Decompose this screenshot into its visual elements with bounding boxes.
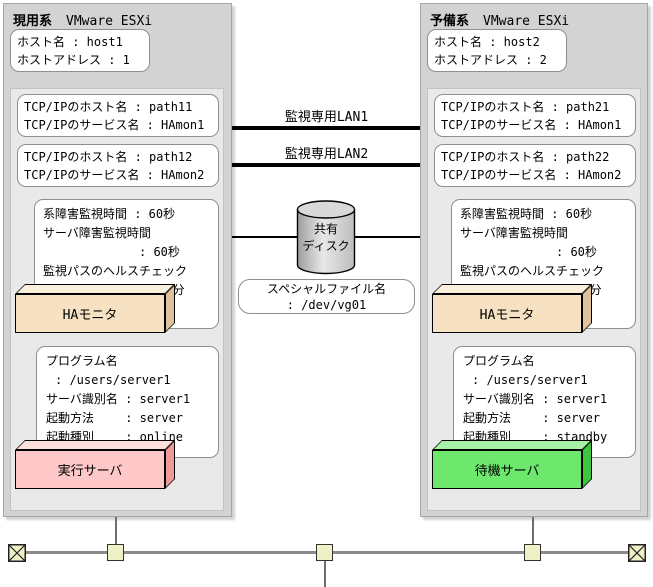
- active-path1-service: TCP/IPのサービス名 : HAmon1: [24, 118, 205, 132]
- active-host-address: ホストアドレス : 1: [17, 53, 130, 67]
- monitor-setting-line: : 60秒: [556, 245, 597, 259]
- lan2-label: 監視専用LAN2: [284, 147, 369, 162]
- monitor-setting-line: サーバ障害監視時間: [43, 226, 151, 240]
- active-system-platform: VMware ESXi: [66, 14, 153, 29]
- active-ha-monitor-box: HAモニタ: [15, 284, 175, 333]
- network-terminator-icon: [628, 544, 646, 562]
- server-setting-line: プログラム名: [463, 354, 535, 368]
- active-path2-service: TCP/IPのサービス名 : HAmon2: [24, 168, 205, 182]
- standby-path1-service: TCP/IPのサービス名 : HAmon1: [441, 118, 622, 132]
- network-connector-center: [316, 544, 333, 561]
- active-system-header: 現用系 VMware ESXi: [13, 10, 152, 29]
- standby-path2-host: TCP/IPのホスト名 : path22: [441, 150, 610, 164]
- shared-disk-cylinder-icon: [296, 199, 356, 280]
- box3d-top-face: [432, 284, 592, 294]
- monitor-setting-line: 監視パスのヘルスチェック: [43, 264, 188, 278]
- center-network-drop-line: [324, 560, 326, 587]
- active-system-network-drop-line: [115, 517, 117, 545]
- special-file-box: スペシャルファイル名 : /dev/vg01: [238, 279, 415, 314]
- server-setting-line: プログラム名: [46, 354, 118, 368]
- special-file-path: : /dev/vg01: [286, 298, 367, 312]
- standby-system-title: 予備系: [430, 14, 470, 29]
- standby-host-address: ホストアドレス : 2: [434, 53, 547, 67]
- exec-server-label: 実行サーバ: [15, 450, 165, 489]
- standby-host-name: ホスト名 : host2: [434, 35, 540, 49]
- network-connector-right: [524, 544, 541, 561]
- monitor-setting-line: 系障害監視時間 : 60秒: [460, 207, 593, 221]
- standby-path2-service: TCP/IPのサービス名 : HAmon2: [441, 168, 622, 182]
- exec-server-box: 実行サーバ: [15, 440, 175, 489]
- standby-system-network-drop-line: [532, 517, 534, 545]
- active-path1-box: TCP/IPのホスト名 : path11 TCP/IPのサービス名 : HAmo…: [17, 94, 219, 137]
- standby-ha-monitor-box: HAモニタ: [432, 284, 592, 333]
- box3d-top-face: [15, 284, 175, 294]
- lan1-line: [232, 126, 420, 130]
- server-setting-line: : /users/server1: [472, 373, 588, 387]
- active-path2-box: TCP/IPのホスト名 : path12 TCP/IPのサービス名 : HAmo…: [17, 144, 219, 187]
- standby-ha-monitor-label: HAモニタ: [432, 294, 582, 333]
- monitor-setting-line: 監視パスのヘルスチェック: [460, 264, 605, 278]
- active-path1-host: TCP/IPのホスト名 : path11: [24, 100, 193, 114]
- lan1-label: 監視専用LAN1: [284, 110, 369, 125]
- active-system-title: 現用系: [13, 14, 53, 29]
- server-setting-line: 起動方法 : server: [46, 411, 184, 425]
- box3d-top-face: [432, 440, 592, 450]
- monitor-setting-line: サーバ障害監視時間: [460, 226, 568, 240]
- monitor-setting-line: : 60秒: [139, 245, 180, 259]
- active-path2-host: TCP/IPのホスト名 : path12: [24, 150, 193, 164]
- standby-host-box: ホスト名 : host2 ホストアドレス : 2: [427, 29, 567, 72]
- box3d-top-face: [15, 440, 175, 450]
- network-terminator-icon: [8, 544, 26, 562]
- server-setting-line: サーバ識別名 : server1: [46, 392, 191, 406]
- active-host-box: ホスト名 : host1 ホストアドレス : 1: [10, 29, 150, 72]
- active-server-settings-box: プログラム名 : /users/server1 サーバ識別名 : server1…: [36, 346, 219, 458]
- standby-server-box: 待機サーバ: [432, 440, 592, 489]
- server-setting-line: 起動方法 : server: [463, 411, 601, 425]
- active-ha-monitor-label: HAモニタ: [15, 294, 165, 333]
- standby-server-settings-box: プログラム名 : /users/server1 サーバ識別名 : server1…: [453, 346, 636, 458]
- monitor-setting-line: 系障害監視時間 : 60秒: [43, 207, 176, 221]
- server-setting-line: サーバ識別名 : server1: [463, 392, 608, 406]
- lan2-line: [232, 163, 420, 167]
- standby-path2-box: TCP/IPのホスト名 : path22 TCP/IPのサービス名 : HAmo…: [434, 144, 636, 187]
- special-file-title: スペシャルファイル名: [266, 282, 387, 296]
- standby-system-header: 予備系 VMware ESXi: [430, 10, 569, 29]
- standby-server-label: 待機サーバ: [432, 450, 582, 489]
- standby-path1-box: TCP/IPのホスト名 : path21 TCP/IPのサービス名 : HAmo…: [434, 94, 636, 137]
- network-connector-left: [107, 544, 124, 561]
- standby-path1-host: TCP/IPのホスト名 : path21: [441, 100, 610, 114]
- server-setting-line: : /users/server1: [55, 373, 171, 387]
- standby-system-platform: VMware ESXi: [483, 14, 570, 29]
- active-host-name: ホスト名 : host1: [17, 35, 123, 49]
- shared-disk-label: 共有 ディスク: [302, 222, 350, 253]
